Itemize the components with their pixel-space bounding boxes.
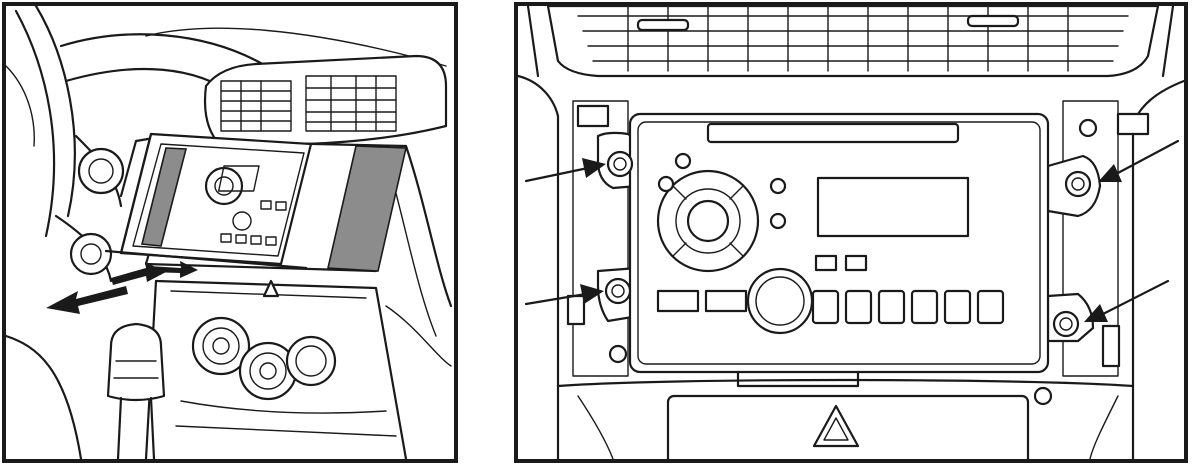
ignition-knob: [77, 147, 125, 195]
radio-head-unit: [628, 112, 1050, 388]
radio-unit: [104, 132, 408, 273]
radio-tune-knob: [746, 267, 814, 335]
cd-slot: [706, 122, 960, 144]
gear-shifter: [106, 322, 166, 459]
radio-housing-shade: [327, 145, 407, 272]
hazard-button: [812, 404, 860, 448]
mounting-screws-illustration: [518, 6, 1184, 459]
pull-out-arrow: [46, 261, 198, 314]
panel-radio-removal: [2, 2, 458, 463]
center-air-vent: [203, 54, 448, 148]
hazard-button: [262, 279, 280, 298]
mounting-screws: [604, 118, 1098, 406]
radio-display: [816, 176, 970, 238]
radio-removal-illustration: [6, 6, 453, 459]
screw-callout-arrows: [524, 139, 1180, 322]
upper-air-vent: [526, 6, 1175, 78]
panel-mounting-screws: [514, 2, 1188, 463]
steering-wheel-rim: [14, 9, 56, 238]
climate-dials: [191, 316, 337, 401]
preset-buttons: [811, 289, 1005, 325]
radio-volume-knob: [204, 166, 244, 206]
